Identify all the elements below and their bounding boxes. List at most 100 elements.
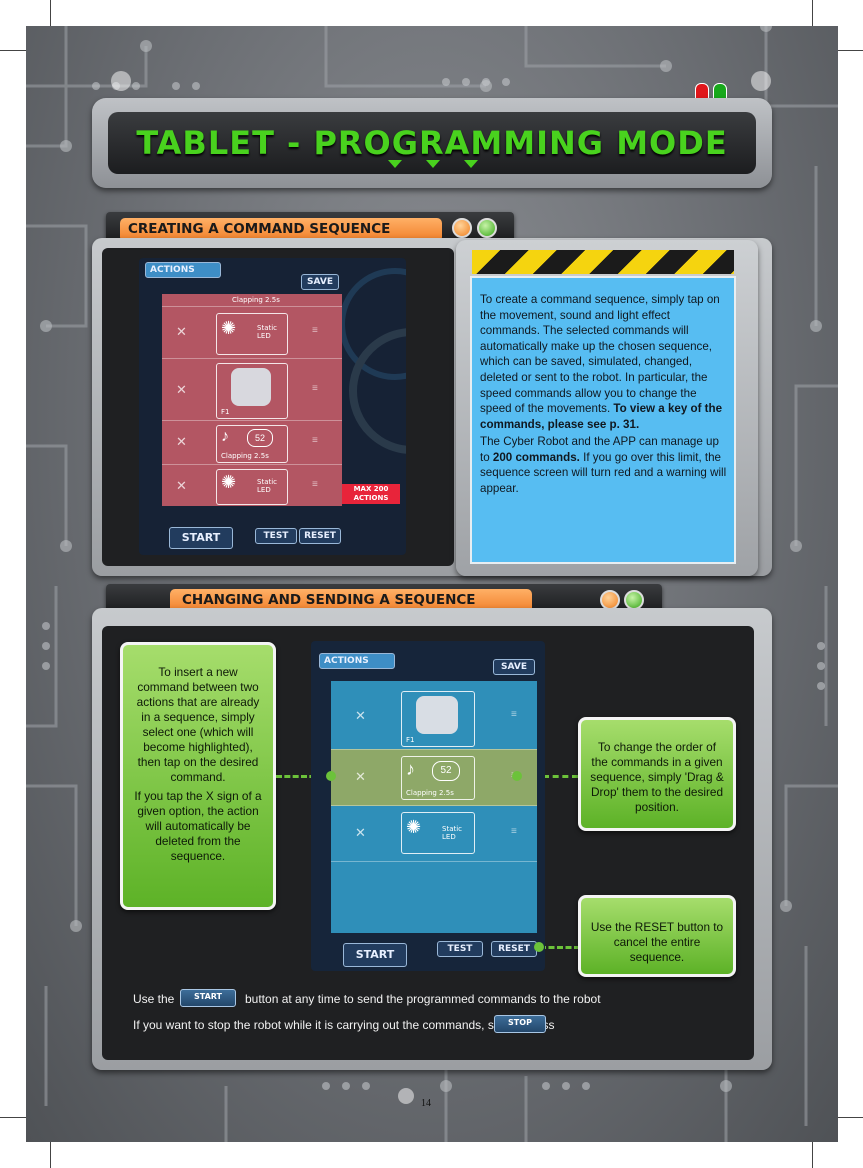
delete-x-icon[interactable]: ✕ (176, 325, 187, 340)
test-button[interactable]: TEST (255, 528, 297, 544)
reset-button[interactable]: RESET (299, 528, 341, 544)
drag-handle-icon[interactable]: ≡ (312, 435, 318, 446)
delete-x-icon[interactable]: ✕ (355, 709, 366, 724)
delete-x-icon[interactable]: ✕ (176, 435, 187, 450)
music-note-icon: ♪ (221, 428, 229, 445)
crop-mark (50, 1142, 51, 1168)
led-command-card: ✺ Static LED (216, 313, 288, 355)
page-title: TABLET - PROGRAMMING MODE (136, 124, 728, 162)
list-item[interactable]: ✕ ✺ Static LED ≡ (162, 306, 342, 359)
info-text-2a: The Cyber Robot and the APP can manage u… (480, 435, 719, 464)
list-item-highlighted[interactable]: ✕ ♪ 52 Clapping 2.5s ≡ (331, 749, 537, 806)
start-button-inline: START (180, 989, 236, 1007)
clapping-label: Clapping 2.5s (221, 452, 269, 460)
info-text-1a: To create a command sequence, simply tap… (480, 293, 720, 416)
info-frame: To create a command sequence, simply tap… (456, 240, 758, 576)
page-number: 14 (421, 1098, 431, 1109)
clapping-label: Clapping 2.5s (406, 789, 454, 797)
empty-list-area (331, 861, 537, 934)
connector-dot (512, 771, 522, 781)
reset-info-text: Use the RESET button to cancel the entir… (590, 920, 724, 964)
music-note-icon: ♪ (406, 759, 415, 779)
start-button[interactable]: START (169, 527, 233, 549)
info-text-2b: 200 commands. (492, 450, 580, 464)
start-instruction-pre: Use the (133, 992, 175, 1006)
chevron-down-icon (388, 160, 402, 168)
tablet-screen-1: ACTIONS SAVE Clapping 2.5s ✕ ✺ Static LE… (139, 258, 406, 555)
test-button[interactable]: TEST (437, 941, 483, 957)
chevron-down-icon (426, 160, 440, 168)
green-indicator-icon (624, 590, 644, 610)
crop-mark (812, 1142, 813, 1168)
clapping-label: Clapping 2.5s (232, 296, 280, 304)
start-button[interactable]: START (343, 943, 407, 967)
movement-command-card: F1 (401, 691, 475, 747)
actions-tab[interactable]: ACTIONS (319, 653, 395, 669)
sequence-list: ✕ F1 ≡ ✕ ♪ 52 Clapping 2.5s ≡ ✕ ✺ Static… (331, 681, 537, 933)
delete-x-icon[interactable]: ✕ (176, 383, 187, 398)
crop-mark (0, 1117, 26, 1118)
sound-command-card: ♪ 52 Clapping 2.5s (216, 425, 288, 463)
hazard-stripe (472, 250, 734, 274)
robot-icon (231, 368, 271, 406)
crop-mark (838, 1117, 863, 1118)
tablet-screen-2: ACTIONS SAVE ✕ F1 ≡ ✕ ♪ 52 Clapping 2.5s… (311, 641, 545, 971)
delete-x-icon[interactable]: ✕ (355, 770, 366, 785)
list-item[interactable]: ✕ F1 ≡ (331, 685, 537, 749)
delete-command-text: If you tap the X sign of a given option,… (134, 789, 262, 863)
save-button[interactable]: SAVE (301, 274, 339, 290)
crop-mark (812, 0, 813, 26)
connector-dot (326, 771, 336, 781)
led-command-card: ✺ Static LED (216, 469, 288, 505)
sound-number: 52 (432, 761, 460, 781)
led-sun-icon: ✺ (221, 472, 237, 492)
drag-handle-icon[interactable]: ≡ (312, 479, 318, 490)
insert-command-box: To insert a new command between two acti… (120, 642, 276, 910)
led-sun-icon: ✺ (406, 817, 422, 837)
info-panel: To create a command sequence, simply tap… (470, 276, 736, 564)
sound-command-card: ♪ 52 Clapping 2.5s (401, 756, 475, 800)
title-banner: TABLET - PROGRAMMING MODE (92, 98, 772, 188)
static-led-label: Static LED (257, 324, 278, 340)
list-item[interactable]: ✕ ✺ Static LED ≡ (162, 464, 342, 507)
start-instruction-post: button at any time to send the programme… (245, 992, 601, 1006)
led-command-card: ✺ Static LED (401, 812, 475, 854)
drag-handle-icon[interactable]: ≡ (511, 826, 517, 837)
list-item[interactable]: ✕ F1 ≡ (162, 358, 342, 421)
orange-indicator-icon (600, 590, 620, 610)
crop-mark (50, 0, 51, 26)
connector-line (276, 775, 332, 778)
drag-handle-icon[interactable]: ≡ (511, 709, 517, 720)
delete-x-icon[interactable]: ✕ (176, 479, 187, 494)
green-indicator-icon (477, 218, 497, 238)
movement-command-card: F1 (216, 363, 288, 419)
reorder-command-box: To change the order of the commands in a… (578, 717, 736, 831)
info-text-1b: To view a key of the commands, please se… (480, 402, 723, 431)
orange-indicator-icon (452, 218, 472, 238)
info-paragraph-2: The Cyber Robot and the APP can manage u… (480, 434, 730, 496)
connector-line (540, 946, 580, 949)
max-actions-warning: MAX 200 ACTIONS (342, 484, 400, 504)
crop-mark (838, 50, 863, 51)
info-paragraph-1: To create a command sequence, simply tap… (480, 292, 730, 432)
robot-icon (416, 696, 458, 734)
crop-mark (0, 50, 26, 51)
save-button[interactable]: SAVE (493, 659, 535, 675)
reorder-command-text: To change the order of the commands in a… (590, 740, 724, 814)
stop-instruction: If you want to stop the robot while it i… (133, 1018, 555, 1032)
title-plate: TABLET - PROGRAMMING MODE (108, 112, 756, 174)
actions-tab[interactable]: ACTIONS (145, 262, 221, 278)
list-item[interactable]: ✕ ♪ 52 Clapping 2.5s ≡ (162, 420, 342, 465)
drag-handle-icon[interactable]: ≡ (312, 383, 318, 394)
info-text-2c: If you go over this limit, the sequence … (480, 450, 727, 495)
f1-label: F1 (221, 408, 230, 416)
reset-info-box: Use the RESET button to cancel the entir… (578, 895, 736, 977)
delete-x-icon[interactable]: ✕ (355, 826, 366, 841)
reset-button[interactable]: RESET (491, 941, 537, 957)
led-sun-icon: ✺ (221, 318, 237, 338)
list-item[interactable]: ✕ ✺ Static LED ≡ (331, 805, 537, 862)
drag-handle-icon[interactable]: ≡ (312, 325, 318, 336)
static-led-label: Static LED (442, 825, 463, 841)
sound-number: 52 (247, 429, 273, 447)
stop-button-inline: STOP (494, 1015, 546, 1033)
